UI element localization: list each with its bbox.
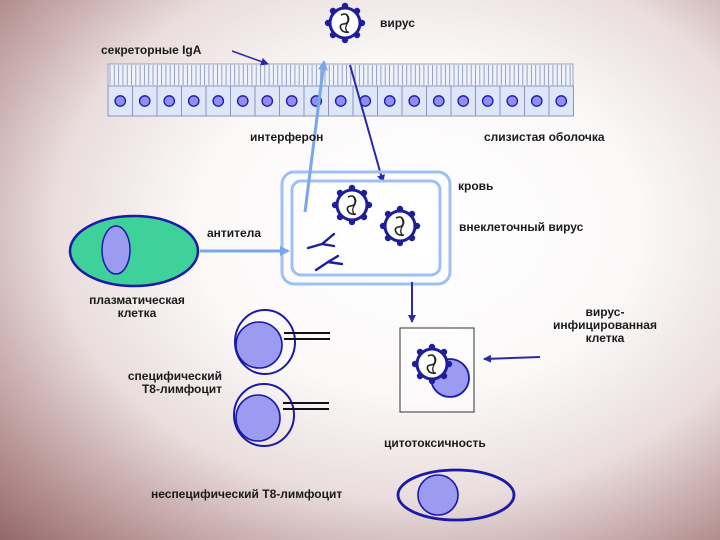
plasma-cell-icon	[68, 214, 200, 288]
specific-t8-label: специфический Т8-лимфоцит	[90, 370, 222, 396]
virus-label: вирус	[380, 16, 415, 30]
epithelial-cell	[278, 85, 305, 117]
blood-virus-icon	[330, 183, 374, 227]
extracellular-virus-label: внеклеточный вирус	[459, 220, 584, 234]
specific-t8-lymphocyte-bottom	[233, 383, 329, 447]
microvilli-lines	[109, 65, 571, 85]
nonspecific-t8-nucleus	[417, 474, 459, 516]
blood-outer-border	[280, 170, 452, 286]
virus-top-icon	[323, 1, 367, 45]
epithelial-cell	[254, 85, 281, 117]
plasma-cell-label-line1: плазматическая	[89, 293, 185, 307]
epithelial-cell	[205, 85, 232, 117]
antibody-secretion-arrow	[303, 60, 328, 213]
interferon-label: интерферон	[250, 130, 324, 144]
epithelial-cell	[425, 85, 452, 117]
epithelial-cell	[107, 85, 134, 117]
plasma-cell-label-line2: клетка	[117, 306, 157, 320]
extracellular-virus-icon	[378, 204, 422, 248]
iga-pointer-arrow	[231, 50, 269, 66]
infected-cell-label: вирус- инфицированная клетка	[540, 306, 670, 345]
epithelial-cell	[156, 85, 183, 117]
epithelial-cell	[499, 85, 526, 117]
specific-t8-label-line1: специфический	[127, 369, 222, 383]
nonspecific-t8-lymphocyte-icon	[396, 468, 516, 522]
plasma-cell-nucleus	[101, 225, 131, 275]
plasma-cell-label: плазматическая клетка	[72, 294, 202, 320]
epithelial-cell	[327, 85, 354, 117]
epithelial-cell	[229, 85, 256, 117]
infected-cell-label-line1: вирус-	[585, 305, 625, 319]
blood-compartment	[290, 179, 442, 277]
specific-t8-lymphocyte-top	[234, 309, 330, 375]
epithelium-brush-border	[107, 63, 574, 87]
infecting-virus-icon	[410, 342, 454, 386]
infected-cell-label-line2: инфицированная	[553, 318, 657, 332]
specific-t8-label-line2: Т8-лимфоцит	[141, 382, 222, 396]
antibodies-label: антитела	[207, 226, 262, 240]
infected-cell-pointer-arrow	[483, 354, 541, 363]
epithelial-cell	[401, 85, 428, 117]
epithelial-cell	[450, 85, 477, 117]
cytotoxicity-label: цитотоксичность	[384, 436, 486, 450]
epithelial-cell-row	[107, 85, 575, 117]
epithelial-cell	[180, 85, 207, 117]
epithelial-cell	[131, 85, 158, 117]
virus-entry-arrow	[349, 64, 385, 183]
epithelial-cell	[523, 85, 550, 117]
mucosa-label: слизистая оболочка	[484, 130, 605, 144]
page-number: 13	[688, 518, 701, 530]
epithelial-cell	[474, 85, 501, 117]
antibody-icons	[306, 232, 344, 272]
nonspecific-t8-label: неспецифический Т8-лимфоцит	[151, 487, 343, 501]
secretory-iga-label: секреторные IgA	[101, 43, 202, 57]
blood-label: кровь	[458, 179, 494, 193]
epithelial-cell	[376, 85, 403, 117]
epithelial-cell	[548, 85, 575, 117]
infected-cell-label-line3: клетка	[585, 331, 625, 345]
epithelium-layer	[107, 63, 575, 117]
